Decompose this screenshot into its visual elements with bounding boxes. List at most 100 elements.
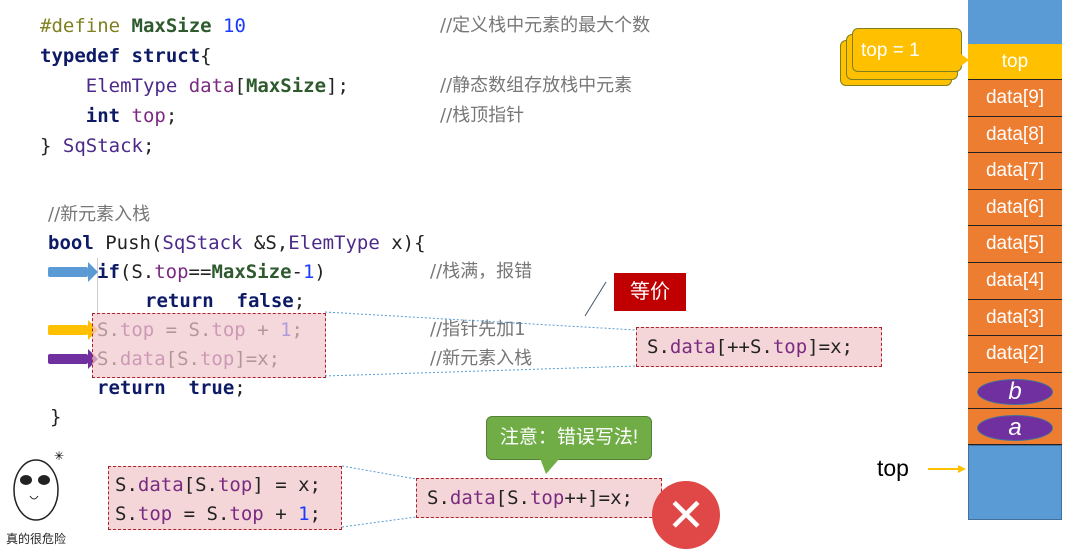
- code-token: ] = x;: [252, 474, 321, 496]
- equivalent-code-box: S.data[++S.top]=x;: [636, 327, 882, 367]
- code-comment: //栈顶指针: [440, 105, 525, 126]
- code-token: -: [291, 261, 303, 283]
- code-token: S.: [427, 487, 450, 509]
- code-token: bool: [48, 232, 106, 254]
- code-token: [: [234, 75, 246, 97]
- stack-element-cell: a: [968, 409, 1062, 445]
- code-token: [S.: [495, 487, 530, 509]
- code-line: typedef struct{: [40, 44, 212, 68]
- code-token: top: [154, 261, 189, 283]
- push-comment: //新元素入栈: [48, 204, 151, 225]
- code-token: ==: [188, 261, 212, 283]
- code-token: ++]=x;: [564, 487, 633, 509]
- stack-element-cell: b: [968, 373, 1062, 409]
- stack-cell: data[5]: [968, 226, 1062, 263]
- code-token: 1: [298, 503, 310, 525]
- code-line: } SqStack;: [40, 134, 154, 158]
- callout-tail: [540, 458, 560, 474]
- code-line: int top;: [40, 104, 178, 128]
- code-token: SqStack: [162, 232, 243, 254]
- code-token: return false: [145, 290, 294, 312]
- code-line: return false;: [145, 289, 305, 313]
- code-token: MaxSize: [245, 75, 327, 97]
- highlight-box: [92, 313, 326, 378]
- code-token: int: [40, 105, 132, 127]
- stack-cell: data[6]: [968, 189, 1062, 227]
- stack-empty-top: [968, 0, 1062, 44]
- code-token: 1: [302, 261, 315, 283]
- stack-cell: data[8]: [968, 116, 1062, 154]
- code-line: bool Push(SqStack &S,ElemType x){: [48, 231, 426, 255]
- warning-callout: 注意：错误写法!: [486, 416, 652, 460]
- code-token: SqStack: [62, 135, 143, 157]
- code-token: +: [263, 503, 299, 525]
- wrong-left-box: S.data[S.top] = x;S.top = S.top + 1;: [108, 466, 342, 530]
- code-token: x){: [379, 232, 426, 254]
- code-token: &S,: [242, 232, 289, 254]
- stack-element: b: [977, 379, 1053, 405]
- code-token: ];: [326, 75, 349, 97]
- top-value-callout: top = 1: [852, 28, 962, 72]
- code-token: (S.: [119, 261, 155, 283]
- code-token: ElemType: [288, 232, 380, 254]
- stack-bottom: [968, 445, 1062, 520]
- code-line: S.data[S.top] = x;: [115, 471, 321, 500]
- top-pointer-label: top: [877, 455, 909, 481]
- code-line: S.data[S.top++]=x;: [427, 486, 633, 510]
- code-token: typedef struct: [40, 45, 201, 67]
- code-line: return true;: [97, 376, 246, 400]
- comment-push: //新元素入栈: [430, 348, 533, 369]
- stack-cell: data[9]: [968, 80, 1062, 117]
- code-token: data: [449, 487, 496, 509]
- equivalent-label: 等价: [614, 273, 686, 311]
- code-token: return true: [97, 377, 235, 399]
- code-comment: //静态数组存放栈中元素: [440, 75, 633, 96]
- code-token: S.: [115, 474, 138, 496]
- meme-caption: 真的很危险: [6, 532, 67, 546]
- code-line: #define MaxSize 10: [40, 14, 246, 38]
- code-line: }: [50, 405, 61, 429]
- code-token: if: [97, 261, 120, 283]
- code-token: top: [529, 487, 565, 509]
- wrong-code-box: S.data[S.top++]=x;: [416, 478, 662, 518]
- code-token: Push(: [105, 232, 163, 254]
- code-token: {: [200, 45, 212, 67]
- svg-text:✳: ✳: [54, 449, 64, 463]
- code-token: 10: [211, 15, 246, 37]
- meme-face-icon: ✳: [4, 440, 70, 530]
- callout-pointer: [961, 54, 969, 66]
- code-token: }: [40, 135, 63, 157]
- code-token: top: [772, 336, 808, 358]
- code-token: S.: [647, 336, 670, 358]
- stack-cell: data[2]: [968, 336, 1062, 373]
- code-token: ;: [142, 135, 155, 157]
- code-token: }: [50, 406, 62, 428]
- code-line: S.top = S.top + 1;: [115, 500, 321, 529]
- indent-guide: [97, 258, 98, 318]
- stack-element: a: [977, 415, 1053, 441]
- stack-cell: data[7]: [968, 153, 1062, 190]
- stack-cell: data[4]: [968, 263, 1062, 300]
- code-token: ;: [234, 377, 246, 399]
- blue-arrow-icon: [48, 262, 98, 282]
- code-token: MaxSize: [131, 15, 212, 37]
- code-token: ]=x;: [807, 336, 853, 358]
- code-line: if(S.top==MaxSize-1): [97, 260, 326, 284]
- code-token: data: [669, 336, 716, 358]
- stack-cell: data[3]: [968, 299, 1062, 337]
- code-token: ;: [293, 290, 306, 312]
- code-token: [S.: [183, 474, 218, 496]
- error-x-icon: ✕: [652, 481, 720, 549]
- code-token: top: [217, 474, 253, 496]
- code-token: #define: [40, 15, 132, 37]
- code-token: ElemType: [40, 75, 189, 97]
- code-line: S.data[++S.top]=x;: [647, 335, 853, 359]
- code-token: ): [314, 261, 326, 283]
- comment-increment: //指针先加1: [430, 319, 526, 340]
- code-token: = S.: [172, 503, 230, 525]
- stack-top-cell: top: [968, 44, 1062, 80]
- code-token: top: [137, 503, 173, 525]
- code-token: MaxSize: [211, 261, 292, 283]
- code-token: top: [229, 503, 264, 525]
